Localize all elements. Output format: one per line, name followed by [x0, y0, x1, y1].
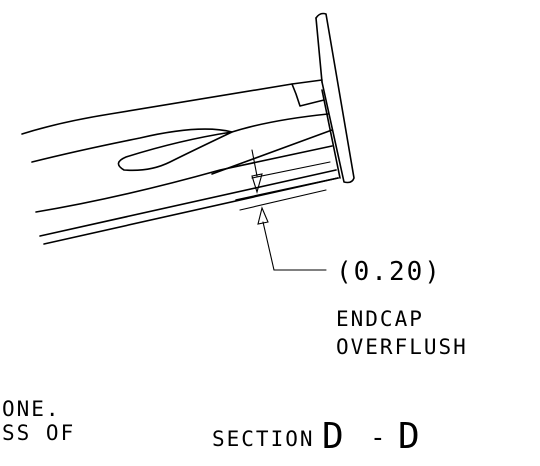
blade-top-notch: [291, 79, 323, 85]
endcap-inner-edge: [315, 17, 323, 83]
extension-line-upper: [251, 161, 331, 179]
blade-upper-wave: [31, 113, 329, 163]
dimension-note-line2: OVERFLUSH: [336, 335, 468, 359]
extension-line-lower: [239, 189, 327, 211]
section-label-dash: -: [370, 423, 388, 453]
endcap-plate: [315, 12, 355, 184]
dimension-arrow-top: [251, 173, 263, 194]
section-label-prefix: SECTION: [212, 427, 315, 451]
section-label-letter-b: D: [398, 416, 422, 457]
dimension-note-line1: ENDCAP: [336, 307, 424, 331]
blade-middle-line: [35, 145, 333, 213]
blade-bottom-line-1: [39, 169, 337, 237]
left-note-line1: ONE.: [2, 397, 61, 421]
dimension-value: (0.20): [336, 257, 442, 287]
blade-inner-line: [211, 129, 333, 175]
blade-top-contour: [21, 83, 325, 135]
dimension-leader-top: [251, 149, 258, 177]
left-note-line2: SS OF: [2, 421, 75, 445]
blade-bottom-line-3: [235, 177, 339, 201]
endcap-inner-edge-lower: [321, 89, 341, 179]
dimension-leader-bottom: [262, 221, 275, 271]
section-label-letter-a: D: [322, 416, 346, 457]
blade-cavity: [117, 131, 233, 172]
